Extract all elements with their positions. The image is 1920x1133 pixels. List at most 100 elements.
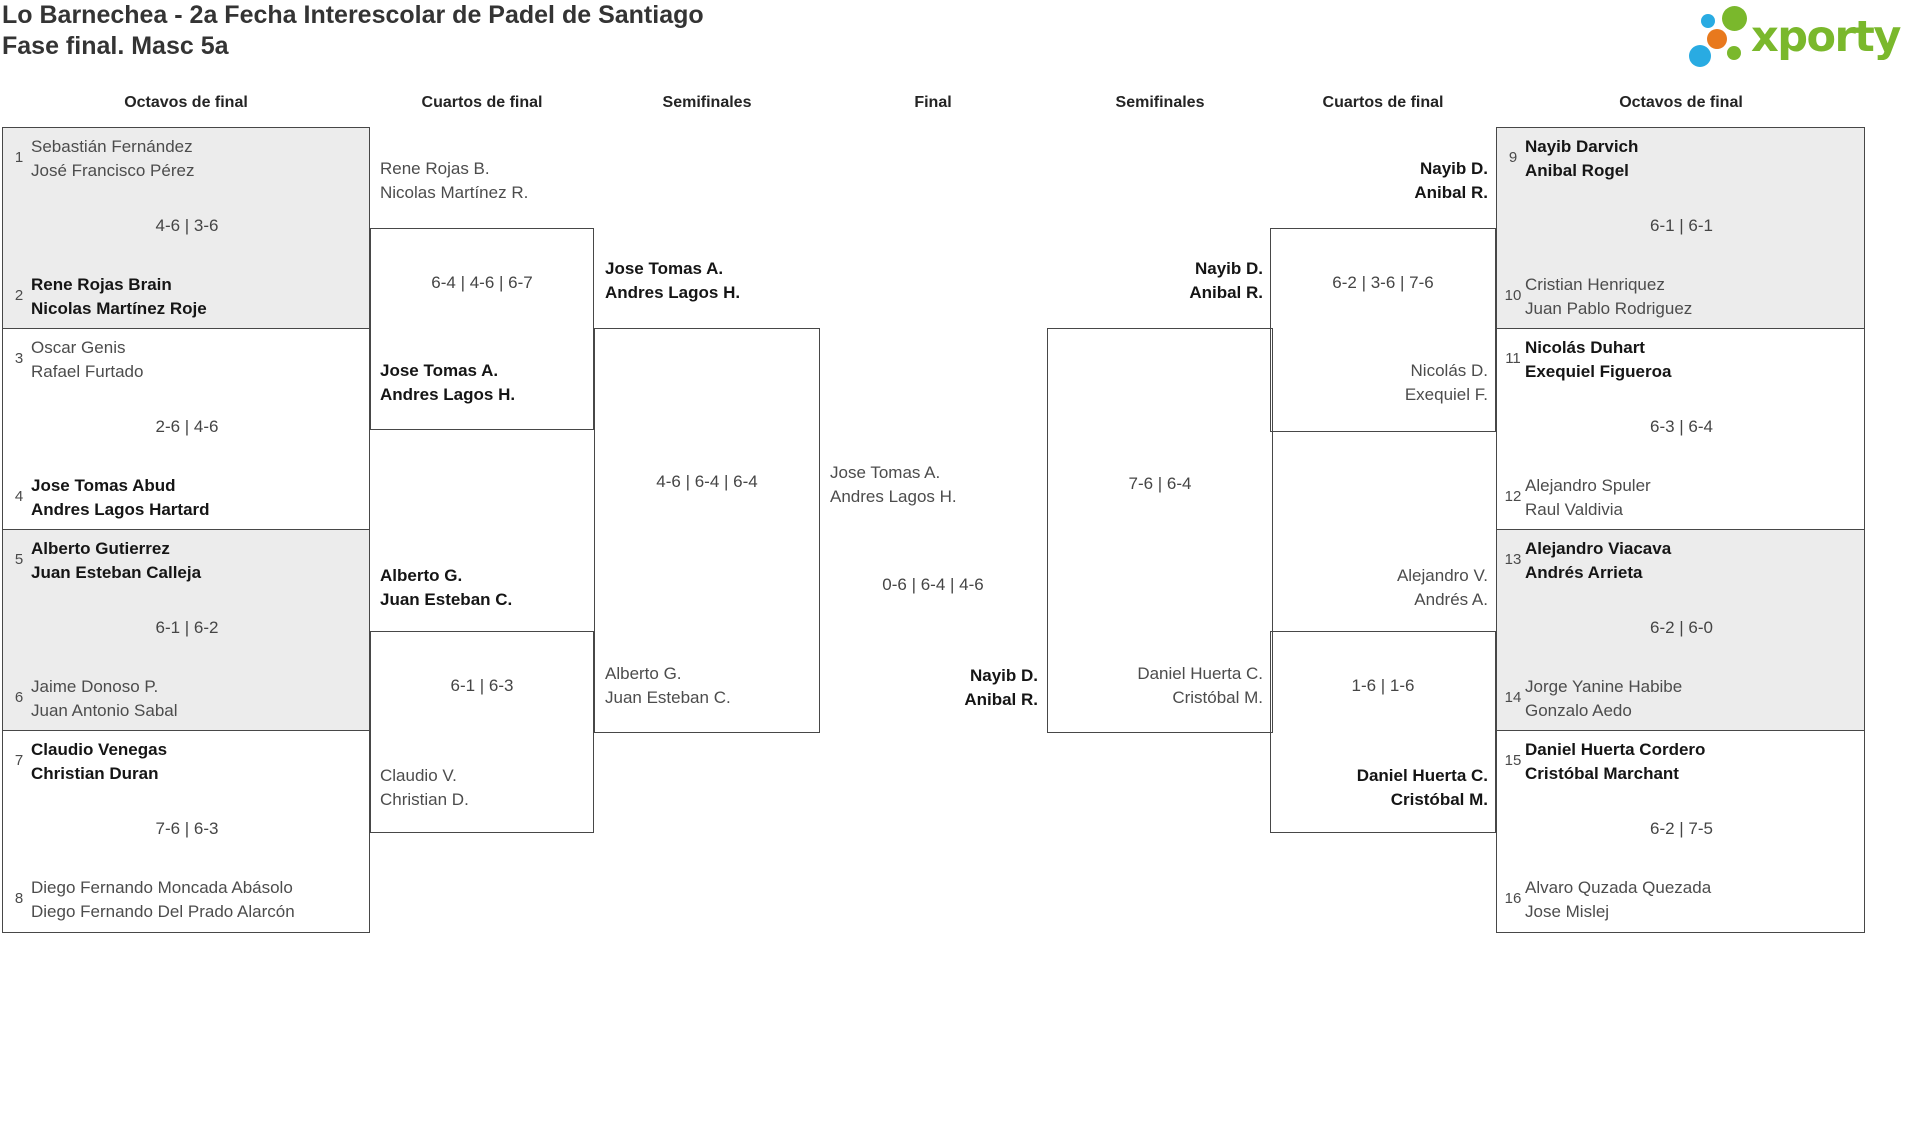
quarterfinal-right-1-box: [1270, 228, 1496, 432]
team-name: Alvaro Quzada Quezada: [1525, 878, 1712, 897]
team-name: Anibal Rogel: [1525, 161, 1629, 180]
logo-dot-blue-big: [1689, 45, 1711, 67]
match-score: 4-6 | 6-4 | 6-4: [656, 472, 758, 491]
team-name: Rene Rojas Brain: [31, 275, 172, 294]
team-name: Alejandro Viacava: [1525, 539, 1672, 558]
match-score: 6-4 | 4-6 | 6-7: [431, 273, 533, 292]
team-name: Alberto Gutierrez: [31, 539, 170, 558]
team-seed: 16: [1504, 890, 1522, 907]
match-score: 6-3 | 6-4: [1649, 417, 1714, 436]
semifinal-left-box: [594, 328, 820, 733]
team-name: Andrés A.: [1414, 590, 1488, 609]
team-name: Alberto G.: [605, 664, 682, 683]
team-name: Exequiel F.: [1404, 385, 1488, 404]
team-name: Alejandro V.: [1396, 566, 1488, 585]
match-score: 7-6 | 6-3: [155, 819, 219, 838]
team-seed: 9: [1508, 149, 1518, 166]
team-name: Nayib D.: [969, 666, 1038, 685]
team-seed: 8: [14, 890, 24, 907]
match-score: 0-6 | 6-4 | 4-6: [882, 575, 984, 594]
team-name: Oscar Genis: [31, 338, 126, 357]
team-name: Cristóbal M.: [1172, 688, 1263, 707]
team-name: Andres Lagos H.: [605, 283, 741, 302]
team-seed: 7: [14, 752, 24, 769]
team-seed: 3: [14, 350, 24, 367]
round-header: Cuartos de final: [1322, 94, 1444, 111]
team-name: José Francisco Pérez: [31, 161, 195, 180]
team-name: Nicolas Martínez Roje: [31, 299, 207, 318]
team-name: Christian D.: [380, 790, 469, 809]
logo-wordmark: xporty: [1751, 12, 1901, 62]
team-name: Alejandro Spuler: [1525, 476, 1651, 495]
team-name: Jorge Yanine Habibe: [1525, 677, 1683, 696]
team-name: Andrés Arrieta: [1525, 563, 1643, 582]
team-name: Andres Lagos H.: [830, 487, 957, 506]
team-name: Nicolas Martínez R.: [380, 183, 529, 202]
round-header: Cuartos de final: [421, 94, 543, 111]
team-name: Juan Esteban Calleja: [31, 563, 202, 582]
team-name: Juan Esteban C.: [380, 590, 513, 609]
team-name: Jose Tomas A.: [605, 259, 724, 278]
round-header: Final: [914, 94, 952, 111]
team-name: Cristian Henriquez: [1525, 275, 1665, 294]
team-name: Jaime Donoso P.: [31, 677, 159, 696]
team-seed: 11: [1505, 350, 1521, 367]
team-name: Daniel Huerta Cordero: [1525, 740, 1706, 759]
quarterfinal-left-2-box: [370, 631, 594, 833]
match-score: 6-2 | 3-6 | 7-6: [1332, 273, 1434, 292]
team-name: Christian Duran: [31, 764, 159, 783]
team-name: Daniel Huerta C.: [1137, 664, 1263, 683]
match-score: 6-1 | 6-2: [155, 618, 219, 637]
team-name: Gonzalo Aedo: [1525, 701, 1632, 720]
team-name: Anibal R.: [1189, 283, 1263, 302]
logo-dot-green-big: [1722, 6, 1747, 31]
team-name: Jose Mislej: [1525, 902, 1610, 921]
team-seed: 6: [14, 689, 24, 706]
team-name: Rafael Furtado: [31, 362, 144, 381]
team-name: Diego Fernando Del Prado Alarcón: [31, 902, 295, 921]
logo-dot-green-small: [1727, 46, 1741, 60]
xporty-logo[interactable]: xporty: [1689, 5, 1914, 67]
team-seed: 5: [14, 551, 24, 568]
team-name: Cristóbal M.: [1390, 790, 1488, 809]
team-name: Juan Pablo Rodriguez: [1525, 299, 1693, 318]
quarterfinal-left-1-box: [370, 228, 594, 430]
team-name: Daniel Huerta C.: [1356, 766, 1488, 785]
round-header: Semifinales: [662, 94, 752, 111]
team-name: Rene Rojas B.: [380, 159, 490, 178]
team-seed: 1: [14, 149, 24, 166]
quarterfinal-right-2-box: [1270, 631, 1496, 833]
tournament-title: Lo Barnechea - 2a Fecha Interescolar de …: [2, 1, 704, 29]
team-name: Claudio V.: [380, 766, 457, 785]
team-name: Jose Tomas A.: [830, 463, 941, 482]
team-name: Juan Esteban C.: [605, 688, 731, 707]
team-name: Juan Antonio Sabal: [31, 701, 178, 720]
match-score: 6-2 | 7-5: [1649, 819, 1714, 838]
team-seed: 10: [1504, 287, 1522, 304]
team-name: Exequiel Figueroa: [1525, 362, 1672, 381]
team-name: Cristóbal Marchant: [1525, 764, 1679, 783]
team-name: Nayib D.: [1419, 159, 1488, 178]
team-name: Diego Fernando Moncada Abásolo: [31, 878, 293, 897]
round-header: Octavos de final: [124, 94, 248, 111]
team-name: Andres Lagos H.: [380, 385, 516, 404]
team-name: Anibal R.: [1414, 183, 1488, 202]
match-score: 4-6 | 3-6: [155, 216, 219, 235]
team-seed: 4: [14, 488, 24, 505]
match-score: 2-6 | 4-6: [155, 417, 219, 436]
match-score: 1-6 | 1-6: [1351, 676, 1415, 695]
match-score: 6-1 | 6-3: [450, 676, 514, 695]
logo-dot-blue-small: [1701, 14, 1715, 28]
team-name: Alberto G.: [380, 566, 463, 585]
tournament-subtitle: Fase final. Masc 5a: [2, 32, 229, 60]
logo-dot-orange: [1707, 29, 1727, 49]
